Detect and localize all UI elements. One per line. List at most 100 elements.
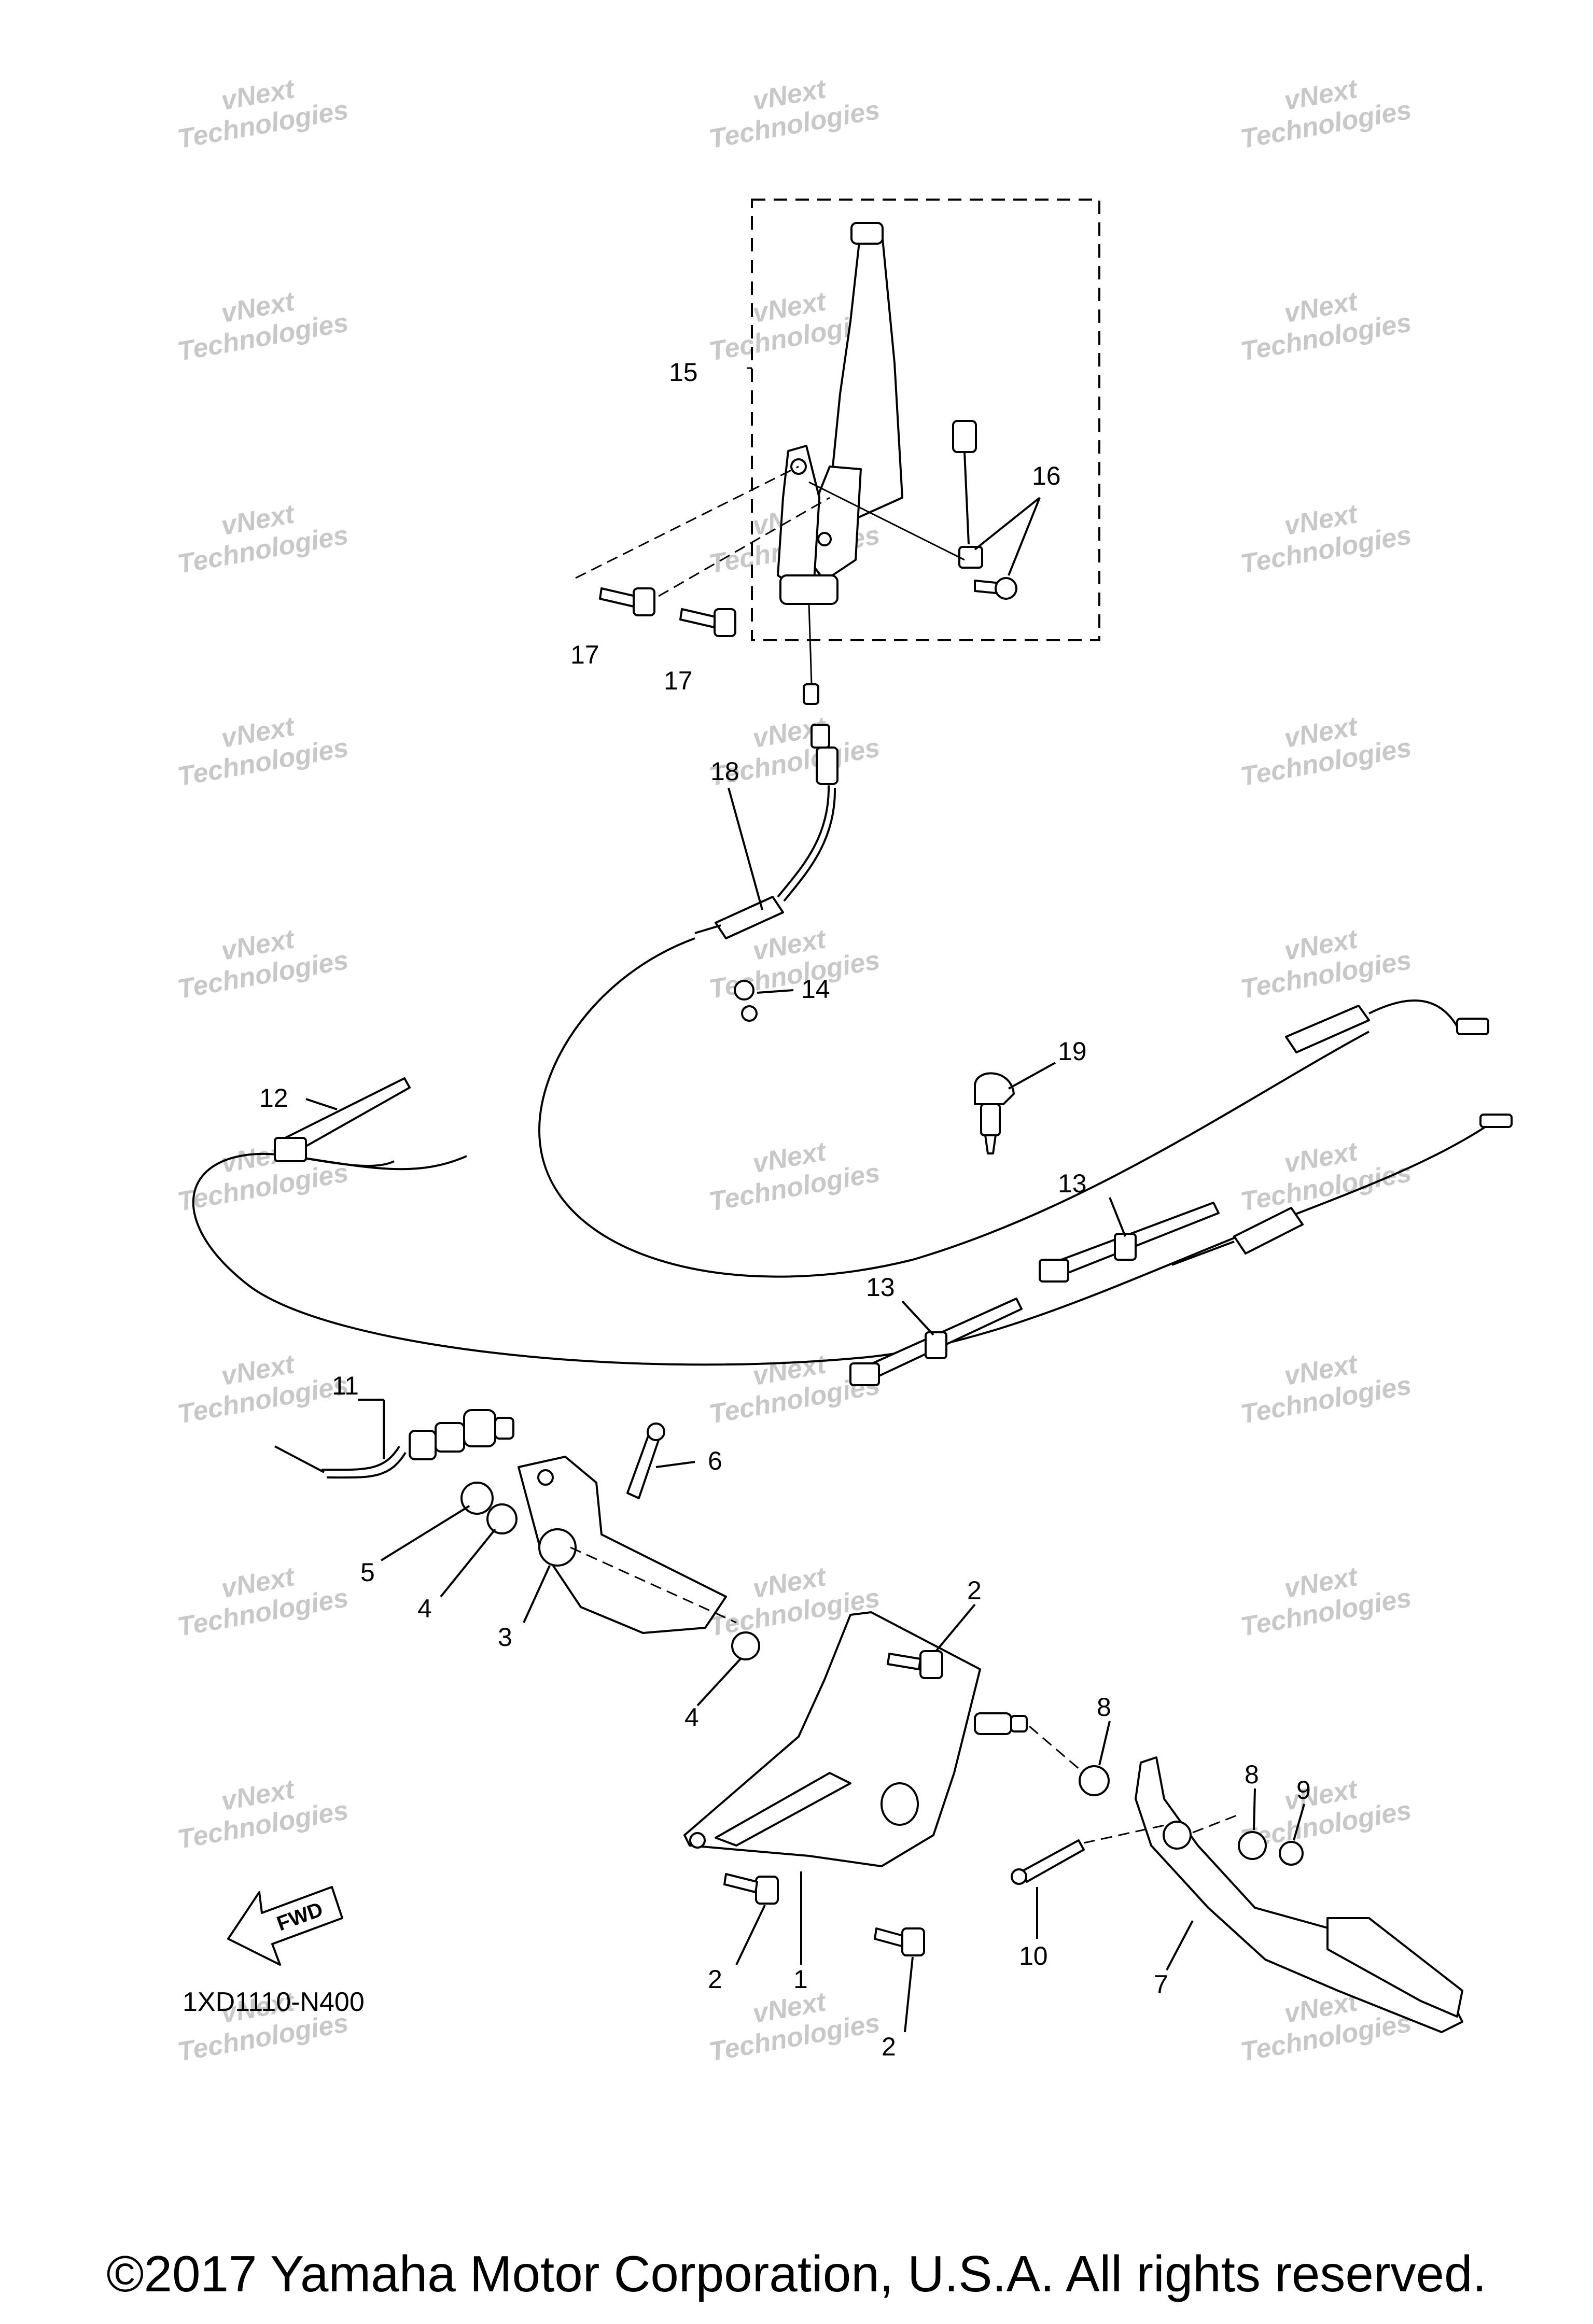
callouts: 15 16 17 17 18 14 19 12 13 13 11 6 5 4 3… — [259, 358, 1311, 2061]
axis-dash-pedal — [1192, 1813, 1240, 1834]
link-line — [808, 603, 813, 685]
leader-5 — [380, 1505, 470, 1561]
brake-cable-18 — [538, 724, 1489, 1278]
diagram-code: 1XD1110-N400 — [183, 1987, 365, 2017]
leader-7 — [1166, 1920, 1194, 1970]
callout-2b: 2 — [708, 1965, 722, 1994]
brake-switch-16 — [952, 420, 1017, 600]
axis-dash-upper — [570, 1546, 737, 1624]
callout-11: 11 — [332, 1371, 359, 1400]
spring-dash — [1083, 1824, 1167, 1844]
brake-arm-3 — [518, 1456, 727, 1634]
axis-dash-lower — [1029, 1725, 1084, 1774]
parking-brake-lever — [777, 222, 903, 605]
cable-tie-13-lower — [849, 1298, 1023, 1386]
fwd-arrow-icon: FWD — [227, 1886, 343, 1966]
callout-5: 5 — [360, 1558, 375, 1587]
bolt-2-right — [874, 1927, 925, 1956]
leader-2a — [935, 1603, 976, 1652]
callout-4a: 4 — [417, 1594, 432, 1623]
callout-2a: 2 — [967, 1576, 982, 1605]
cable-band-12 — [274, 1077, 411, 1162]
leader-4a — [440, 1528, 496, 1598]
clip-14 — [734, 980, 758, 1022]
callout-7: 7 — [1154, 1970, 1168, 1999]
callout-17b: 17 — [664, 666, 693, 695]
callout-18: 18 — [710, 757, 739, 786]
callout-10: 10 — [1019, 1941, 1048, 1970]
circlip-9 — [1279, 1841, 1304, 1866]
leader-19 — [1008, 1062, 1056, 1090]
callout-8a: 8 — [1097, 1693, 1111, 1722]
spring-6 — [626, 1422, 665, 1499]
bolt-2-left — [723, 1873, 779, 1905]
leader-8a — [1098, 1721, 1111, 1766]
pin — [803, 683, 819, 705]
dash-leader-17a — [575, 466, 799, 579]
callout-16: 16 — [1032, 461, 1061, 490]
brake-pedal-7 — [1135, 1756, 1463, 2033]
callout-17a: 17 — [570, 640, 599, 669]
leader-4b — [696, 1658, 742, 1707]
callout-12: 12 — [259, 1083, 288, 1112]
lever-assembly-box — [751, 199, 1100, 641]
callout-1: 1 — [793, 1965, 808, 1994]
leader-3 — [523, 1565, 551, 1623]
callout-13b: 13 — [866, 1273, 895, 1302]
leader-6 — [655, 1461, 695, 1468]
dash-leader-17b — [658, 497, 830, 597]
washer-4-upper — [486, 1503, 518, 1534]
cable-tie-13-upper — [1039, 1202, 1220, 1283]
callout-8b: 8 — [1245, 1760, 1259, 1789]
washer-8-right — [1238, 1831, 1267, 1860]
leader-13a — [1109, 1197, 1126, 1237]
washer-4-lower — [731, 1631, 760, 1660]
leader-13b — [901, 1300, 934, 1336]
spring-10 — [1011, 1839, 1085, 1885]
callout-2c: 2 — [882, 2032, 896, 2061]
washer-8-left — [1079, 1765, 1110, 1796]
leader-9 — [1293, 1804, 1305, 1841]
pedal-bracket-1 — [683, 1611, 1028, 1867]
leader-16b — [1008, 497, 1041, 576]
dash-leader-16 — [808, 481, 965, 561]
bolt-2-top — [887, 1650, 943, 1679]
callout-15: 15 — [669, 358, 698, 387]
clamp-19 — [974, 1072, 1015, 1154]
callout-3: 3 — [498, 1623, 512, 1652]
callout-6: 6 — [708, 1446, 722, 1475]
callout-4b: 4 — [684, 1703, 699, 1732]
bolt-17-right — [679, 608, 736, 637]
callout-14: 14 — [801, 975, 830, 1004]
callout-9: 9 — [1296, 1776, 1311, 1805]
leader-8b — [1253, 1788, 1256, 1830]
leader-18 — [728, 787, 763, 910]
leader-14 — [757, 989, 794, 994]
callout-19: 19 — [1058, 1037, 1087, 1066]
leader-12 — [305, 1098, 338, 1110]
callout-13a: 13 — [1058, 1169, 1087, 1198]
leader-16a — [974, 497, 1041, 551]
copyright-notice: ©2017 Yamaha Motor Corporation, U.S.A. A… — [106, 2245, 1487, 2302]
